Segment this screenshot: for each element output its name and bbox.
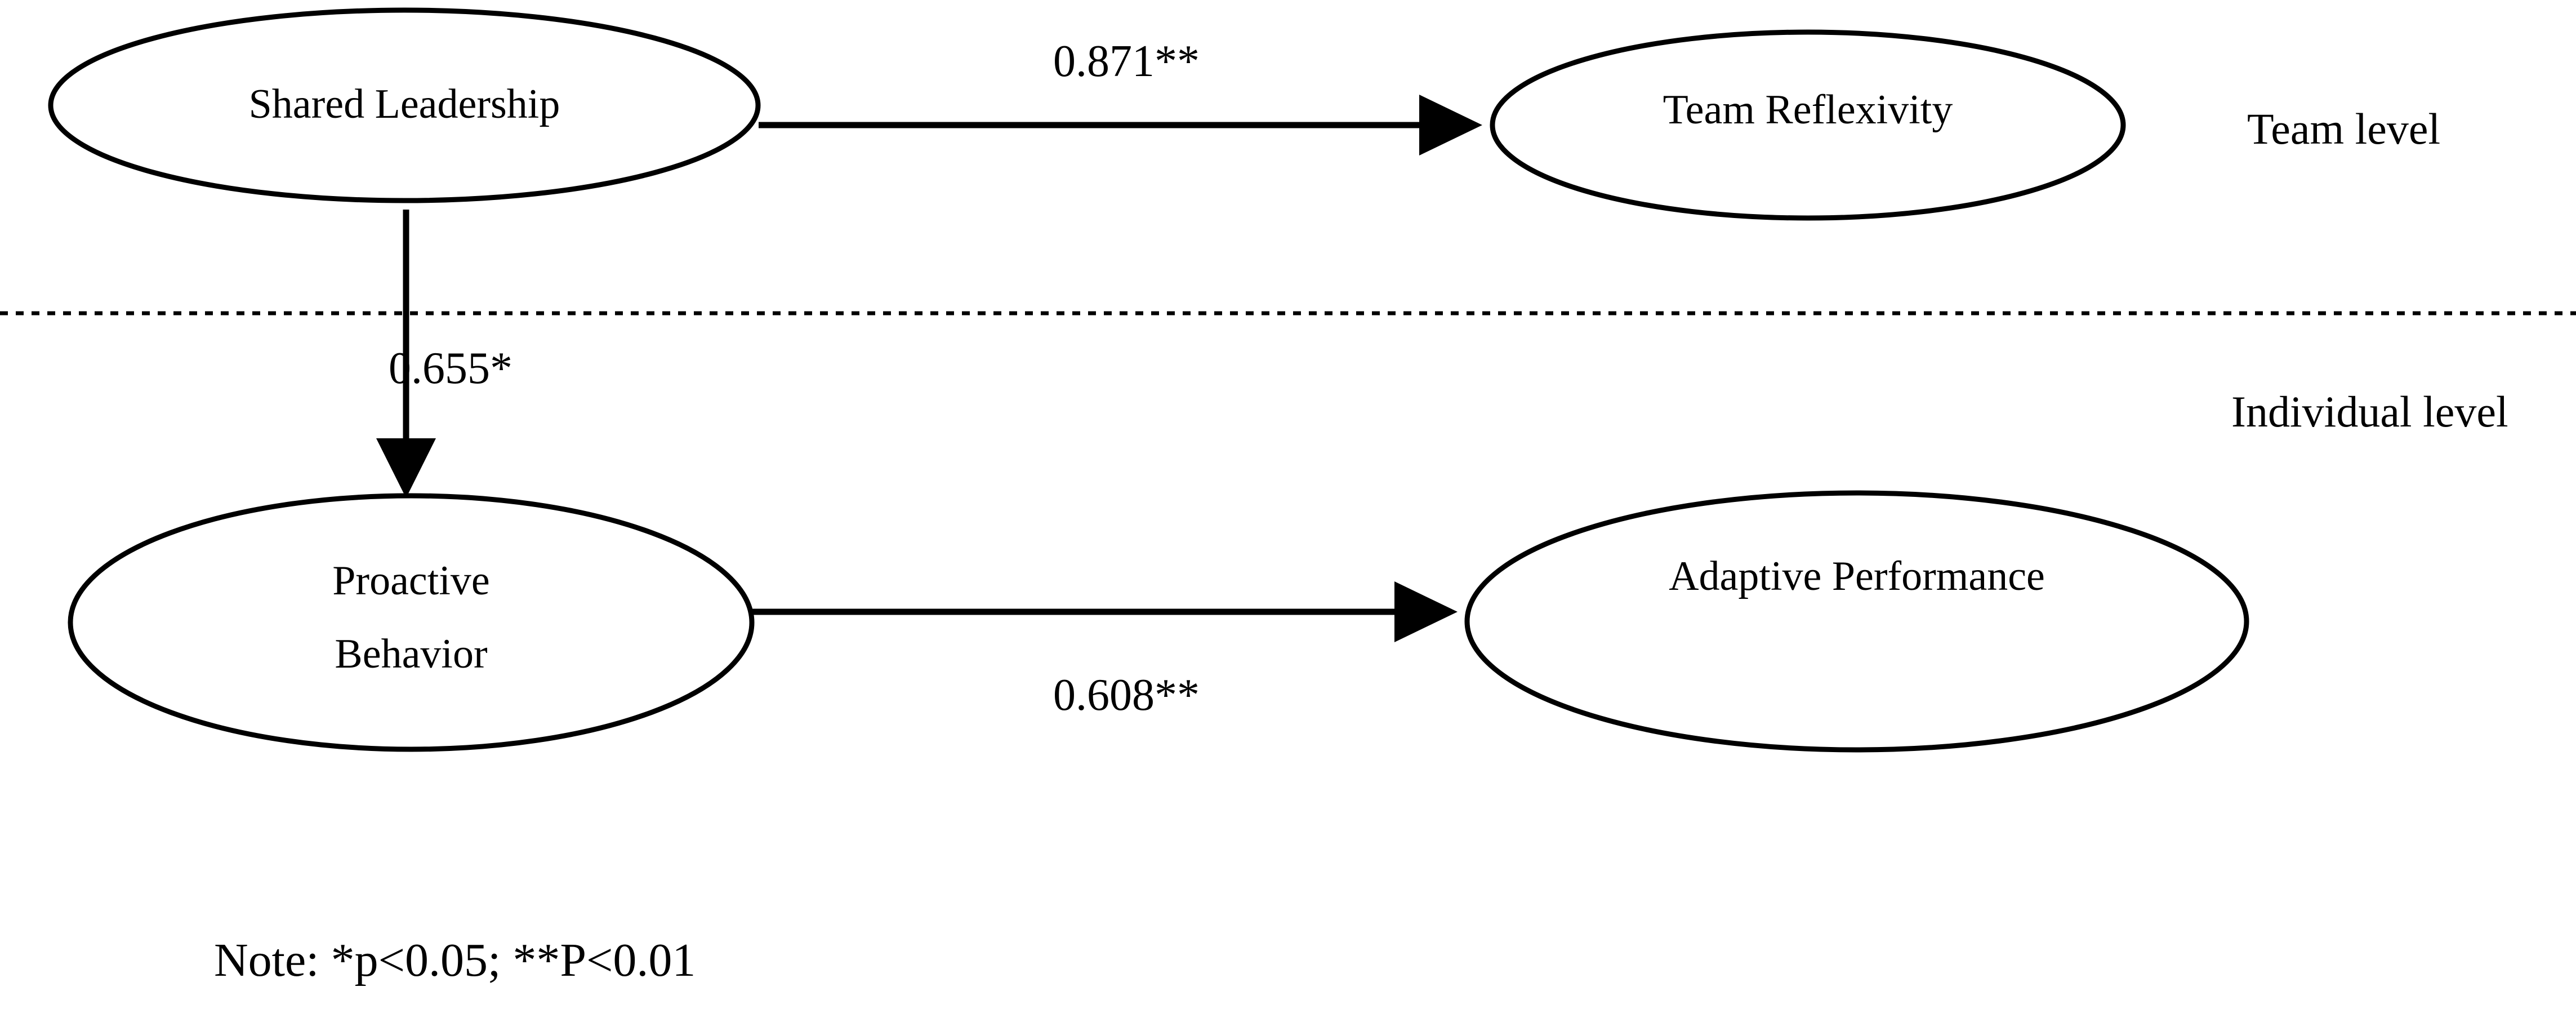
node-ellipse-team-reflexivity[interactable] <box>1490 29 2126 221</box>
edge-label-pb-ap: 0.608** <box>1053 670 1200 720</box>
node-adaptive-performance[interactable]: Adaptive Performance <box>1464 490 2249 753</box>
edge-shared-leadership-to-team-reflexivity: 0.871** <box>759 37 1482 155</box>
node-label-shared-leadership: Shared Leadership <box>249 81 560 127</box>
node-ellipse-adaptive-performance[interactable] <box>1464 490 2249 753</box>
level-label-individual: Individual level <box>2231 387 2508 436</box>
node-team-reflexivity[interactable]: Team Reflexivity <box>1490 29 2126 221</box>
node-proactive-behavior[interactable]: Proactive Behavior <box>68 493 755 752</box>
edge-label-sl-tr: 0.871** <box>1053 37 1200 86</box>
arrow-head-icon-bottom <box>1394 581 1458 642</box>
node-label-adaptive-performance: Adaptive Performance <box>1669 553 2045 599</box>
level-label-team: Team level <box>2247 104 2440 153</box>
edge-proactive-behavior-to-adaptive-performance: 0.608** <box>746 581 1458 720</box>
figure-note: Note: *p<0.05; **P<0.01 <box>214 934 696 986</box>
node-label-proactive-behavior-line1: Proactive <box>332 558 489 604</box>
node-ellipse-proactive-behavior[interactable] <box>68 493 755 752</box>
node-shared-leadership[interactable]: Shared Leadership <box>48 7 761 203</box>
node-ellipse-shared-leadership[interactable] <box>48 7 761 203</box>
arrow-head-icon-vertical <box>376 438 436 498</box>
edge-label-sl-pb: 0.655* <box>389 344 512 393</box>
node-label-proactive-behavior-line2: Behavior <box>335 631 487 677</box>
arrow-head-icon-top <box>1419 95 1482 155</box>
edge-shared-leadership-to-proactive-behavior: 0.655* <box>376 210 512 498</box>
node-label-team-reflexivity: Team Reflexivity <box>1663 87 1953 133</box>
